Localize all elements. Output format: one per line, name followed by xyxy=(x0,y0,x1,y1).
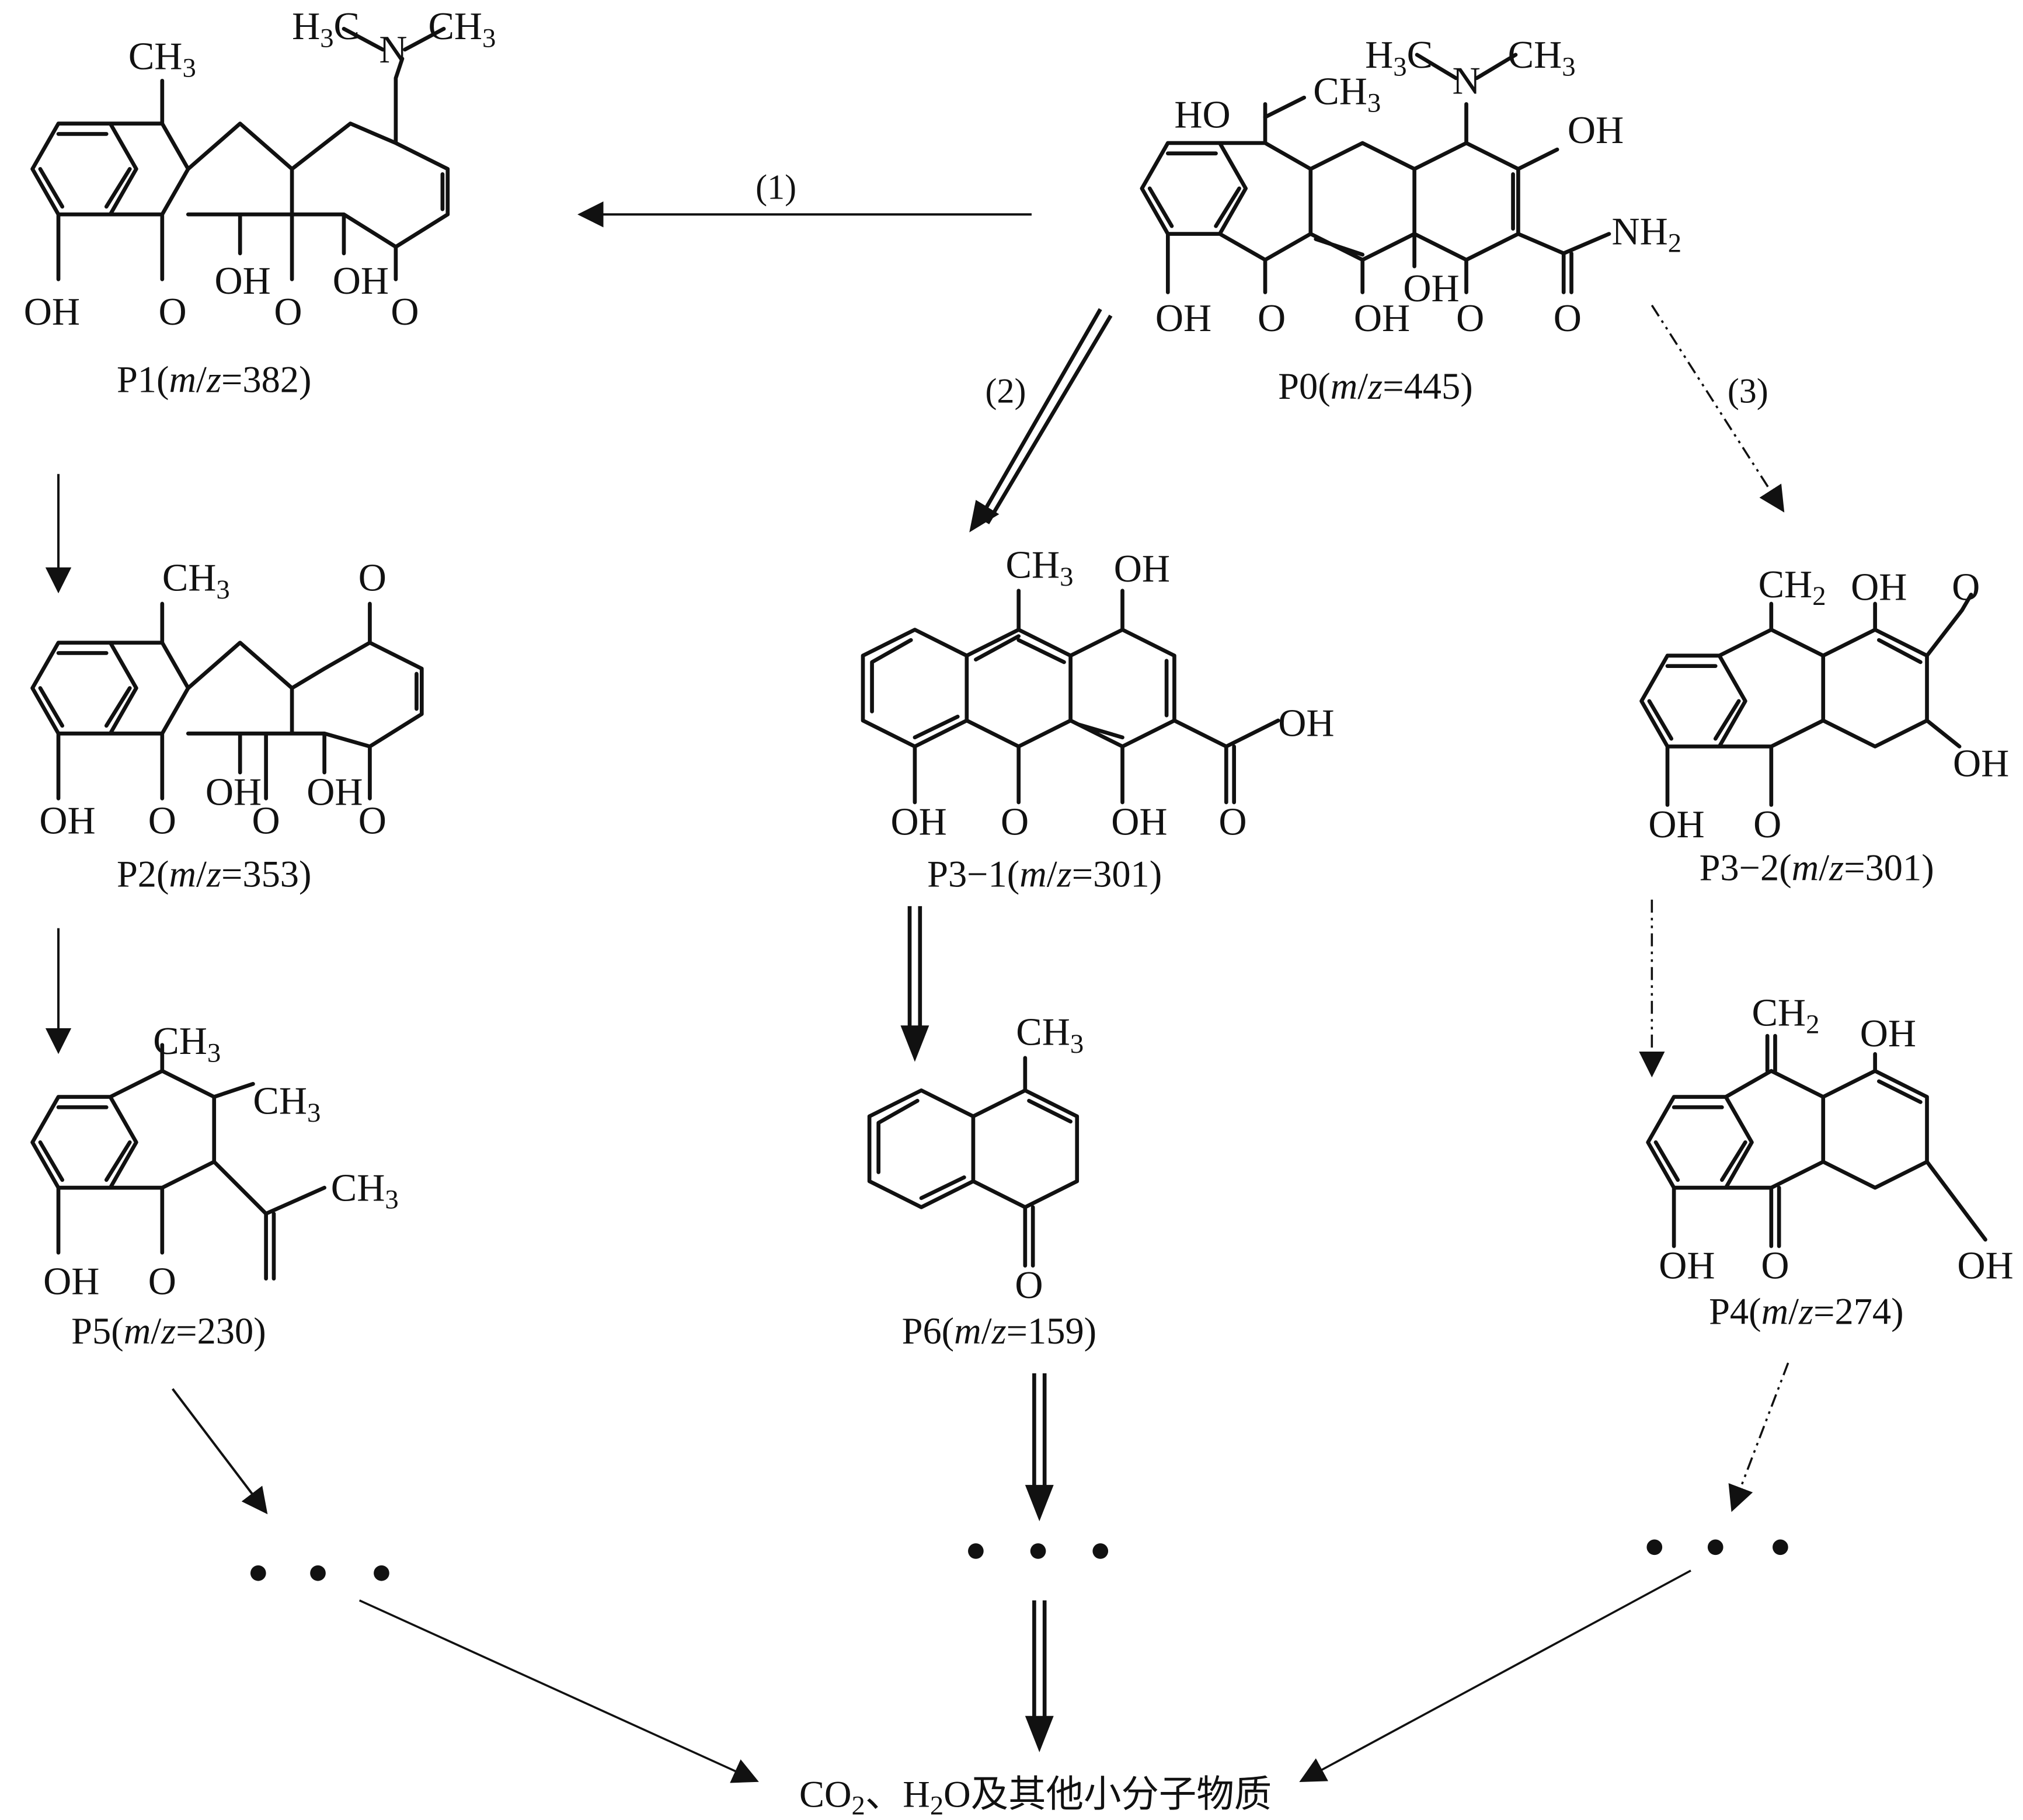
caption-p6: P6(m/z=159) xyxy=(902,1310,1097,1352)
structure-p6: CH3 O P6(m/z=159) xyxy=(867,1011,1097,1352)
pathway-label-3: (3) xyxy=(1728,371,1768,410)
ellipsis-center xyxy=(968,1543,1109,1559)
arrow-p3-1-to-p6 xyxy=(900,906,929,1062)
svg-text:O: O xyxy=(391,291,419,333)
svg-text:OH: OH xyxy=(1111,801,1167,844)
svg-text:OH: OH xyxy=(1354,297,1410,340)
svg-text:OH: OH xyxy=(206,771,262,813)
arrow-p0-to-p3-2 xyxy=(1651,304,1785,513)
svg-text:O: O xyxy=(1001,801,1029,844)
caption-p2: P2(m/z=353) xyxy=(117,853,312,895)
svg-text:OH: OH xyxy=(1403,267,1459,310)
pathway-3-arrows: (3) xyxy=(1299,304,1789,1782)
svg-text:H3C: H3C xyxy=(292,5,360,53)
svg-text:CH2: CH2 xyxy=(1759,563,1826,611)
arrow-dots-to-final-center xyxy=(1025,1600,1054,1752)
svg-text:O: O xyxy=(274,291,302,333)
svg-text:O: O xyxy=(1952,566,1980,608)
structure-p5: CH3 CH3 CH3 OH O P5(m/z=230) xyxy=(30,1020,399,1352)
svg-text:O: O xyxy=(1015,1264,1043,1307)
structure-p0: HO CH3 H3C N CH3 OH NH2 OH O OH OH O O P… xyxy=(1140,34,1681,407)
svg-text:N: N xyxy=(1452,60,1480,102)
svg-text:CH3: CH3 xyxy=(253,1080,321,1128)
svg-text:O: O xyxy=(1258,297,1286,340)
svg-text:CH3: CH3 xyxy=(162,557,230,605)
svg-text:CH3: CH3 xyxy=(428,5,496,53)
arrow-dots-to-final-left xyxy=(358,1599,759,1783)
svg-text:CH3: CH3 xyxy=(153,1020,221,1068)
caption-p0: P0(m/z=445) xyxy=(1278,366,1473,407)
caption-p4: P4(m/z=274) xyxy=(1709,1291,1904,1332)
arrow-p5-to-dots xyxy=(172,1388,268,1515)
ellipsis-right xyxy=(1646,1539,1788,1555)
svg-text:OH: OH xyxy=(1155,297,1211,340)
ellipsis-left xyxy=(250,1565,389,1581)
arrow-p0-to-p3-1 xyxy=(969,308,1113,533)
structure-p3-1: CH3 OH OH OH O OH O P3−1(m/z=301) xyxy=(861,544,1335,895)
svg-text:CH3: CH3 xyxy=(1313,70,1381,118)
pathway-label-2: (2) xyxy=(986,371,1026,410)
svg-text:OH: OH xyxy=(333,260,389,302)
svg-text:OH: OH xyxy=(1851,566,1907,608)
svg-text:NH2: NH2 xyxy=(1611,210,1681,258)
svg-text:OH: OH xyxy=(1114,548,1170,590)
svg-text:O: O xyxy=(148,799,176,842)
svg-text:CH3: CH3 xyxy=(1016,1011,1084,1059)
svg-text:O: O xyxy=(159,291,187,333)
svg-text:O: O xyxy=(1554,297,1582,340)
svg-text:OH: OH xyxy=(1659,1245,1715,1287)
svg-text:OH: OH xyxy=(890,801,946,844)
caption-p1: P1(m/z=382) xyxy=(117,359,312,401)
structure-p2: CH3 O OH O OH O OH O P2(m/z=353) xyxy=(30,557,424,895)
svg-text:HO: HO xyxy=(1174,93,1230,136)
svg-text:CH3: CH3 xyxy=(128,35,196,83)
svg-text:OH: OH xyxy=(1568,109,1624,152)
structure-p3-2: CH2 OH O OH OH O P3−2(m/z=301) xyxy=(1639,563,2009,888)
svg-text:O: O xyxy=(148,1260,176,1303)
svg-text:OH: OH xyxy=(1278,702,1334,745)
final-products-label: CO2、H2O及其他小分子物质 xyxy=(799,1773,1272,1820)
arrow-p6-to-dots xyxy=(1025,1373,1054,1522)
svg-text:OH: OH xyxy=(39,799,95,842)
pathway-1-arrows: (1) xyxy=(45,168,1032,1783)
svg-text:OH: OH xyxy=(1860,1012,1916,1055)
svg-text:OH: OH xyxy=(1953,743,2009,785)
svg-text:O: O xyxy=(1456,297,1484,340)
svg-text:O: O xyxy=(358,557,387,600)
svg-text:O: O xyxy=(1761,1245,1789,1287)
svg-text:O: O xyxy=(358,799,387,842)
svg-text:OH: OH xyxy=(24,291,80,333)
pathway-label-1: (1) xyxy=(755,168,796,207)
caption-p3-1: P3−1(m/z=301) xyxy=(927,853,1162,895)
svg-text:CH3: CH3 xyxy=(331,1167,399,1215)
svg-text:CH3: CH3 xyxy=(1508,34,1576,82)
svg-text:OH: OH xyxy=(43,1260,99,1303)
svg-text:O: O xyxy=(252,799,280,842)
svg-text:OH: OH xyxy=(1648,803,1704,846)
arrow-dots-to-final-right xyxy=(1299,1570,1691,1782)
structure-p1: CH3 H3C N CH3 OH O OH O OH O P1(m/z=382) xyxy=(24,5,496,401)
caption-p3-2: P3−2(m/z=301) xyxy=(1700,847,1934,888)
arrow-p4-to-dots xyxy=(1728,1362,1789,1512)
pathway-2-arrows: (2) xyxy=(900,308,1113,1752)
svg-text:OH: OH xyxy=(1957,1245,2013,1287)
svg-text:O: O xyxy=(1753,803,1781,846)
svg-text:O: O xyxy=(1218,801,1246,844)
svg-text:OH: OH xyxy=(307,771,363,813)
svg-text:H3C: H3C xyxy=(1365,34,1433,82)
structure-p4: CH2 OH OH OH O P4(m/z=274) xyxy=(1646,991,2014,1332)
caption-p5: P5(m/z=230) xyxy=(71,1310,266,1352)
svg-text:OH: OH xyxy=(214,260,270,302)
svg-text:CH2: CH2 xyxy=(1752,991,1819,1039)
svg-text:CH3: CH3 xyxy=(1005,544,1073,592)
